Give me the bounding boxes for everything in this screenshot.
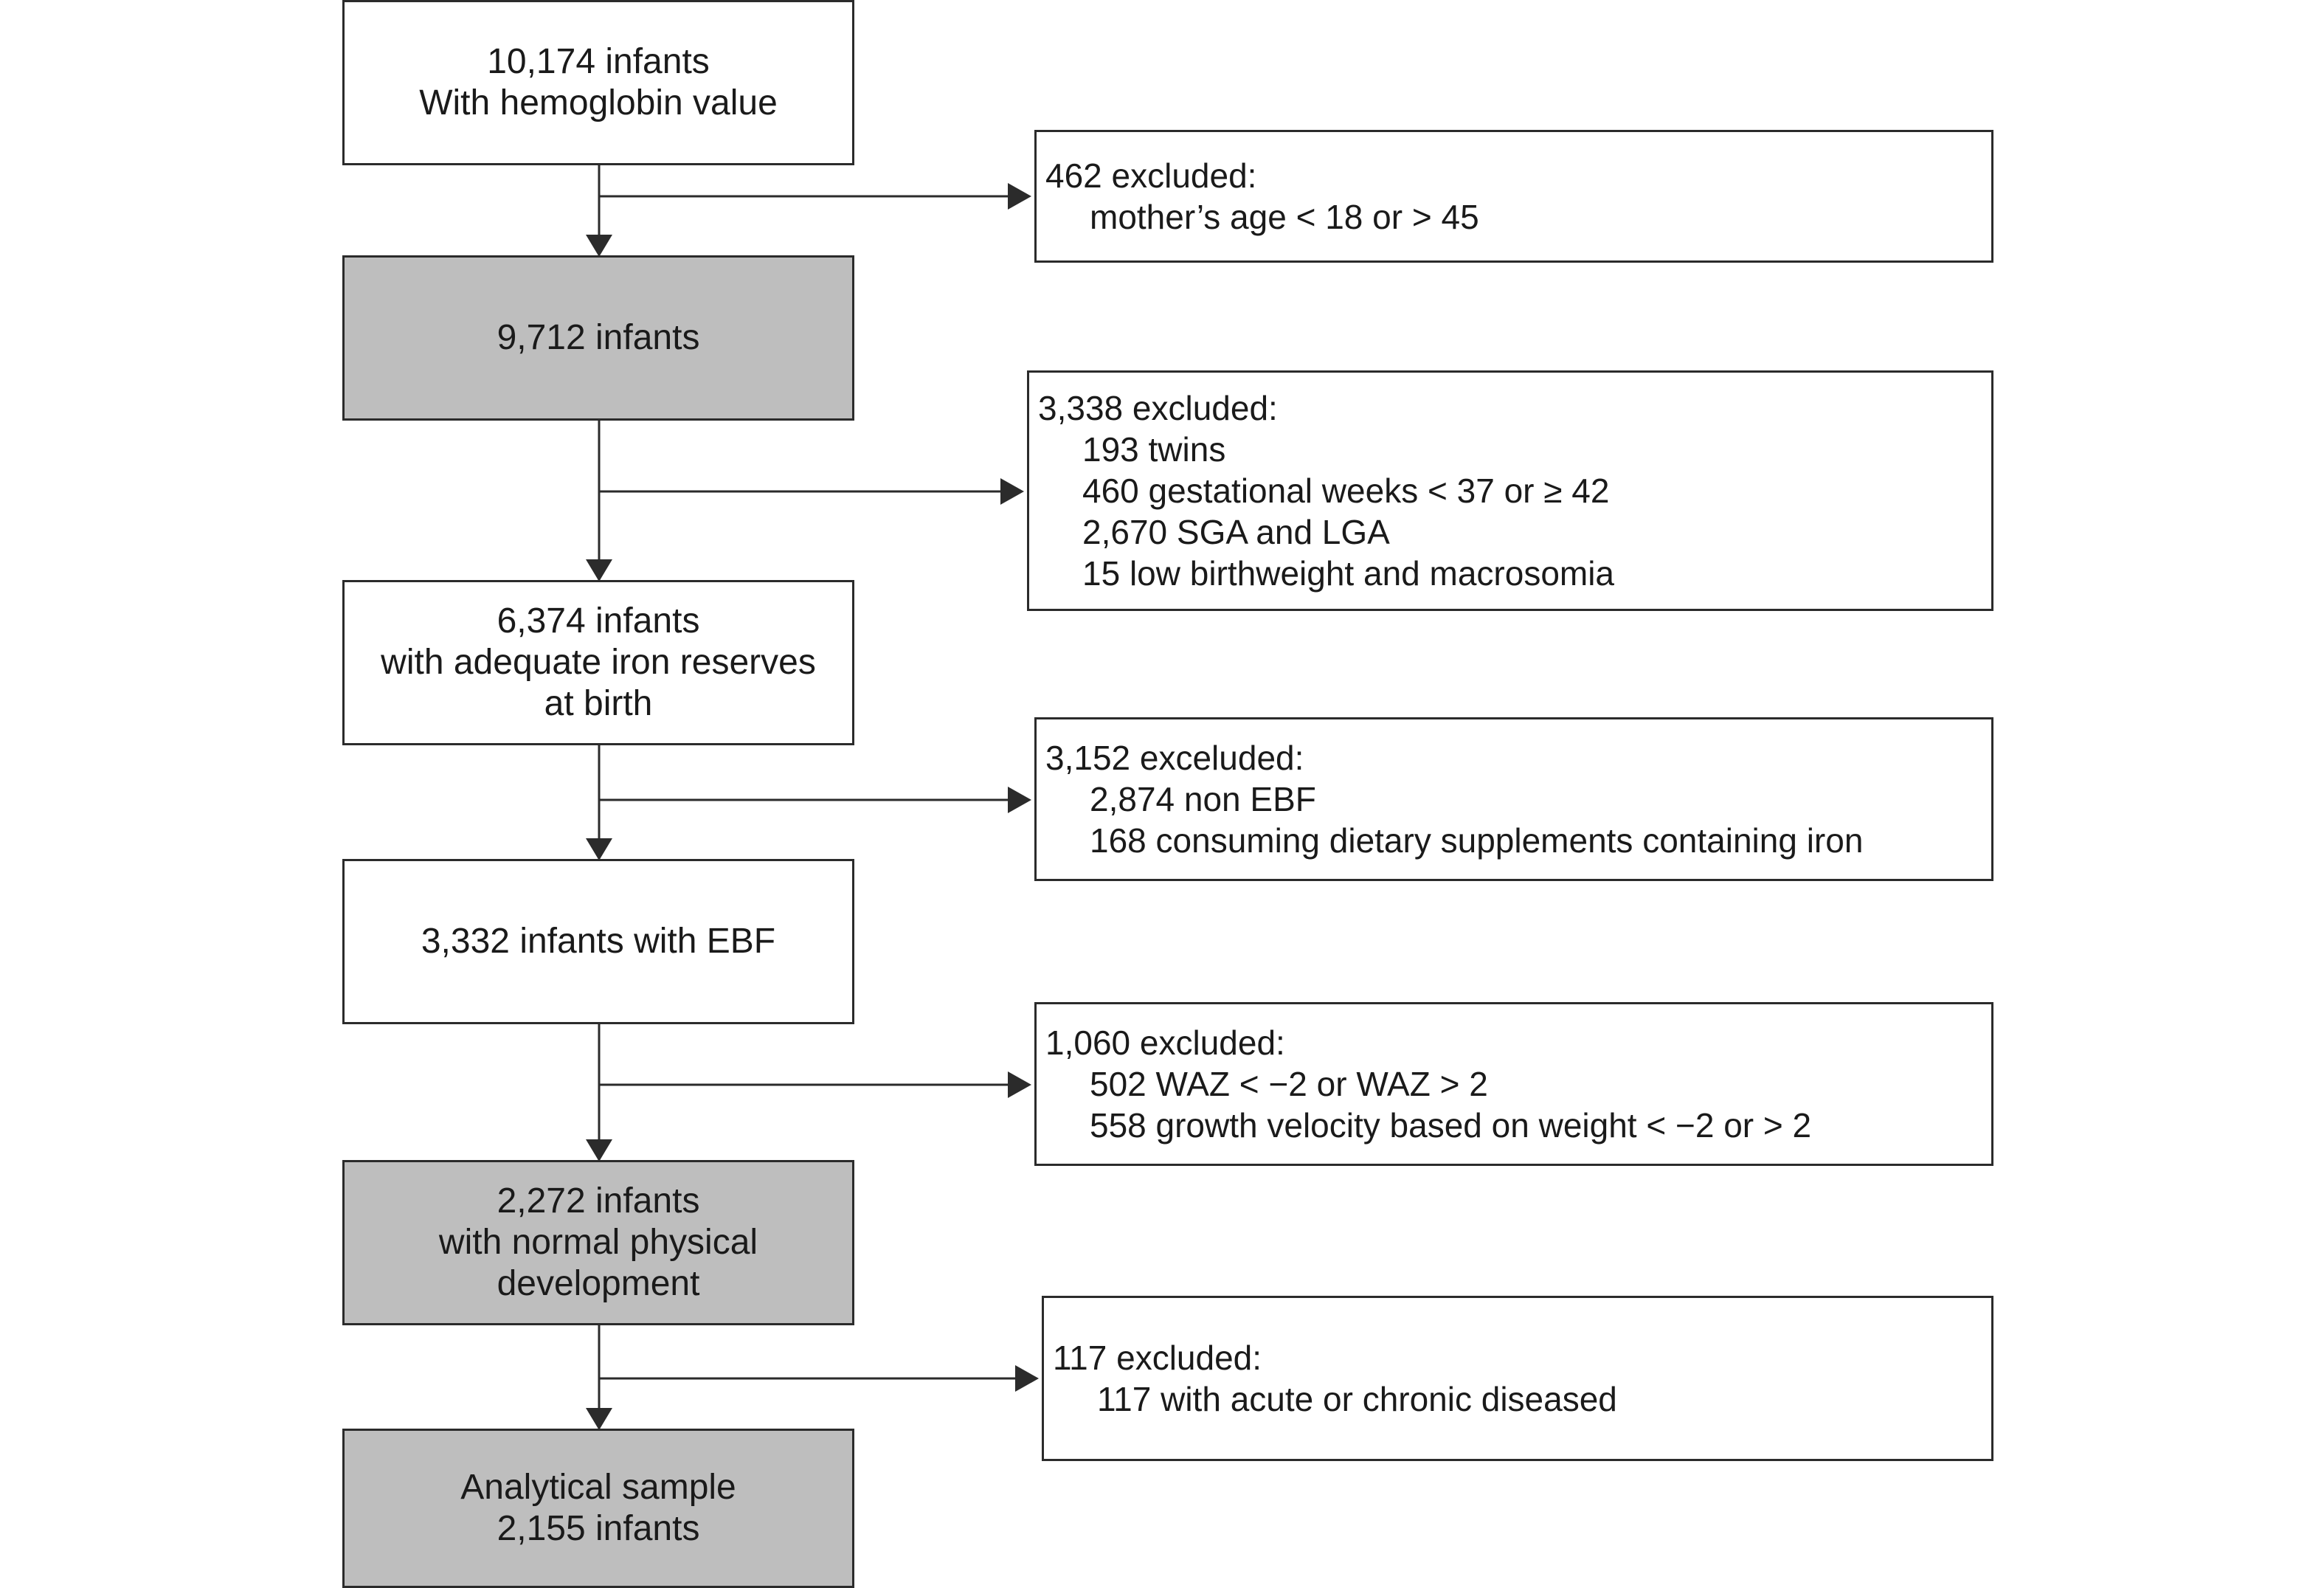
main-box-line: with adequate iron reserves bbox=[381, 643, 816, 682]
arrowhead-down-5 bbox=[586, 1408, 612, 1430]
arrowhead-right-3 bbox=[1008, 787, 1031, 813]
main-box-iron-reserves: 6,374 infants with adequate iron reserve… bbox=[342, 580, 854, 745]
main-box-line: 9,712 infants bbox=[497, 318, 700, 357]
arrowhead-down-3 bbox=[586, 838, 612, 860]
main-box-line: at birth bbox=[544, 684, 653, 723]
main-box-analytical-sample: Analytical sample 2,155 infants bbox=[342, 1429, 854, 1588]
exclusion-header: 1,060 excluded: bbox=[1045, 1023, 1285, 1062]
arrowhead-right-5 bbox=[1015, 1365, 1039, 1392]
main-box-line: 2,155 infants bbox=[497, 1509, 700, 1548]
arrowhead-down-1 bbox=[586, 235, 612, 257]
exclusion-box-age: 462 excluded: mother’s age < 18 or > 45 bbox=[1034, 130, 1993, 263]
main-box-after-age: 9,712 infants bbox=[342, 255, 854, 421]
main-box-line: 10,174 infants bbox=[487, 42, 710, 81]
exclusion-item: 502 WAZ < −2 or WAZ > 2 bbox=[1090, 1065, 1488, 1103]
exclusion-item: mother’s age < 18 or > 45 bbox=[1090, 198, 1479, 236]
main-box-line: 3,332 infants with EBF bbox=[421, 922, 776, 961]
exclusion-item: 117 with acute or chronic diseased bbox=[1097, 1380, 1617, 1418]
main-box-line: development bbox=[497, 1264, 700, 1303]
exclusion-item: 168 consuming dietary supplements contai… bbox=[1090, 821, 1864, 860]
exclusion-item: 193 twins bbox=[1082, 430, 1226, 469]
main-box-line: 6,374 infants bbox=[497, 601, 700, 641]
main-box-normal-development: 2,272 infants with normal physical devel… bbox=[342, 1160, 854, 1325]
main-box-line: Analytical sample bbox=[460, 1468, 736, 1507]
exclusion-header: 3,338 excluded: bbox=[1038, 389, 1278, 427]
exclusion-header: 462 excluded: bbox=[1045, 156, 1257, 195]
main-box-line: with normal physical bbox=[438, 1223, 758, 1262]
arrowhead-right-4 bbox=[1008, 1071, 1031, 1098]
exclusion-box-feeding: 3,152 exceluded: 2,874 non EBF 168 consu… bbox=[1034, 717, 1993, 881]
exclusion-item: 558 growth velocity based on weight < −2… bbox=[1090, 1106, 1812, 1145]
exclusion-item: 15 low birthweight and macrosomia bbox=[1082, 554, 1615, 593]
main-box-line: 2,272 infants bbox=[497, 1181, 700, 1221]
exclusion-item: 460 gestational weeks < 37 or ≥ 42 bbox=[1082, 472, 1610, 510]
arrowhead-down-2 bbox=[586, 559, 612, 581]
main-box-line: With hemoglobin value bbox=[419, 83, 778, 122]
arrowhead-right-2 bbox=[1000, 478, 1024, 505]
main-box-initial: 10,174 infants With hemoglobin value bbox=[342, 0, 854, 165]
exclusion-box-disease: 117 excluded: 117 with acute or chronic … bbox=[1042, 1296, 1993, 1461]
exclusion-box-growth: 1,060 excluded: 502 WAZ < −2 or WAZ > 2 … bbox=[1034, 1002, 1993, 1166]
main-box-ebf: 3,332 infants with EBF bbox=[342, 859, 854, 1024]
exclusion-header: 117 excluded: bbox=[1053, 1339, 1262, 1377]
exclusion-header: 3,152 exceluded: bbox=[1045, 739, 1304, 777]
exclusion-box-birth: 3,338 excluded: 193 twins 460 gestationa… bbox=[1027, 370, 1993, 611]
arrowhead-down-4 bbox=[586, 1139, 612, 1161]
arrowhead-right-1 bbox=[1008, 183, 1031, 210]
exclusion-item: 2,670 SGA and LGA bbox=[1082, 513, 1390, 551]
exclusion-item: 2,874 non EBF bbox=[1090, 780, 1316, 818]
